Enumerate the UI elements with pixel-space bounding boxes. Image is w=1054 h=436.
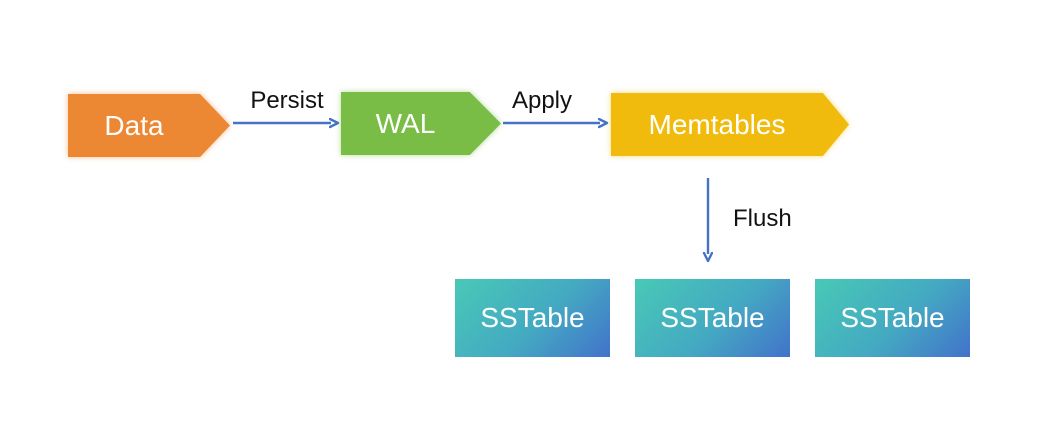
edge-persist-label: Persist (250, 87, 324, 114)
edge-flush-label: Flush (733, 205, 792, 232)
node-sstable-1: SSTable (455, 279, 610, 357)
wal-shape: WAL (341, 92, 501, 155)
node-data: Data (68, 94, 230, 157)
sstable-3-label: SSTable (840, 302, 945, 333)
memtables-shape: Memtables (611, 93, 849, 156)
node-sstable-3: SSTable (815, 279, 970, 357)
wal-label: WAL (375, 107, 436, 139)
data-label: Data (104, 109, 164, 141)
data-shape: Data (68, 94, 230, 157)
memtables-label: Memtables (648, 108, 786, 140)
node-sstable-2: SSTable (635, 279, 790, 357)
edge-apply-label: Apply (511, 87, 573, 114)
node-wal: WAL (341, 92, 501, 155)
sstable-2-label: SSTable (660, 302, 765, 333)
node-memtables: Memtables (611, 93, 849, 156)
sstable-1-label: SSTable (480, 302, 585, 333)
